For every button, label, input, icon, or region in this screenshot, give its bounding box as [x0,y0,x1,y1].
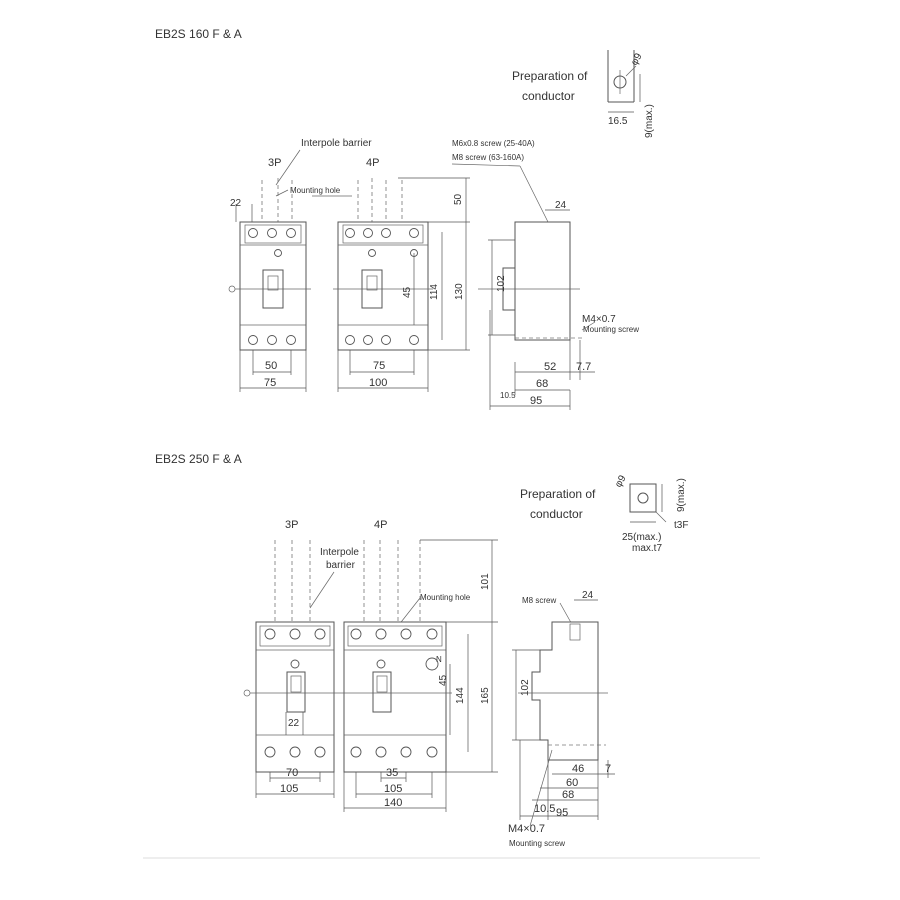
section2-dim-68: 68 [562,789,574,801]
section2-prep-label-2: conductor [530,507,583,521]
section1-dim-75-4p: 75 [373,360,385,372]
section2-4p-front-view [340,539,498,812]
section1-dim-114: 114 [429,284,440,300]
section2-neutral-mark: N [436,655,442,664]
section1-dim-45: 45 [402,286,413,298]
section1-prep-label-1: Preparation of [512,69,588,83]
section2-conductor-detail [629,483,667,523]
section1-3p-front-view [228,178,311,351]
section2-dim-24: 24 [582,590,594,601]
section2-label-3p: 3P [285,519,298,531]
section1-prep-dim-max: 9(max.) [644,104,655,138]
section1-dim-10-5: 10.5 [500,391,516,400]
section2-mount-screw-label: Mounting screw [509,839,565,848]
section2-3p-front-view [243,540,340,798]
section2-prep-label-1: Preparation of [520,487,596,501]
section2-mount-screw-size: M4×0.7 [508,823,545,835]
section1-bottom-dims [239,350,429,392]
section1-prep-dim-hole: φ9 [629,51,645,67]
section1-screw-note-1: M6x0.8 screw (25-40A) [452,139,535,148]
section2-dim-35: 35 [386,767,398,779]
section1-conductor-detail [607,50,641,113]
section2-dim-46: 46 [572,763,584,775]
section2-dim-105-3p: 105 [280,783,298,795]
section1-dim-75-3p: 75 [264,377,276,389]
section2-prep-dim-25: 25(max.) [622,532,661,543]
section1-dim-95: 95 [530,395,542,407]
section1-dim-52: 52 [544,361,556,373]
section1-dim-24: 24 [555,200,567,211]
section2-dim-105-4p: 105 [384,783,402,795]
section1-dim-22: 22 [230,198,242,209]
section1-dim-100: 100 [369,377,387,389]
section2-dim-45: 45 [438,674,449,686]
section2-dim-70: 70 [286,767,298,779]
section2-dim-101: 101 [480,573,491,590]
section2-dim-60: 60 [566,777,578,789]
section2-interpole-1: Interpole [320,547,359,558]
section1-mount-screw-size: M4×0.7 [582,314,616,325]
section2-dim-95: 95 [556,807,568,819]
section2-label-4p: 4P [374,519,387,531]
section2-dim-144: 144 [455,687,466,704]
section2-prep-dim-t3: t3F [674,520,688,531]
section2-dim-102: 102 [520,679,531,696]
section1-mounting-hole: Mounting hole [290,186,341,195]
section2-side-view [512,599,615,827]
section2-prep-dim-t7: max.t7 [632,543,662,554]
section1-dim-50-top: 50 [453,193,464,205]
section1-dim-50-bottom: 50 [265,360,277,372]
section2-screw-note: M8 screw [522,596,556,605]
section1-mount-screw-label: Mounting screw [583,325,639,334]
section2-mounting-hole: Mounting hole [420,593,471,602]
section1-side-view [478,209,596,410]
section2-prep-dim-hole: φ9 [613,473,629,489]
section2-dim-165: 165 [480,687,491,704]
section2-dim-10-5: 10.5 [534,803,555,815]
section1-dim-102: 102 [496,275,507,292]
section1-prep-dim-width: 16.5 [608,116,628,127]
section2-interpole-2: barrier [326,560,356,571]
section1-dim-7-7: 7.7 [576,361,591,373]
section1-dim-130: 130 [454,283,465,300]
section1-4p-front-view [333,177,470,351]
section1-label-3p: 3P [268,157,281,169]
section1-prep-label-2: conductor [522,89,575,103]
section2-title: EB2S 250 F & A [155,452,242,466]
section1-screw-note-2: M8 screw (63-160A) [452,153,524,162]
section1-title: EB2S 160 F & A [155,27,242,41]
section1-label-4p: 4P [366,157,379,169]
section1-interpole-barrier: Interpole barrier [301,138,372,149]
section2-dim-22: 22 [288,718,300,729]
section2-dim-7: 7 [605,763,611,775]
section2-prep-dim-max: 9(max.) [676,478,687,512]
section1-dim-68: 68 [536,378,548,390]
section2-dim-140: 140 [384,797,402,809]
